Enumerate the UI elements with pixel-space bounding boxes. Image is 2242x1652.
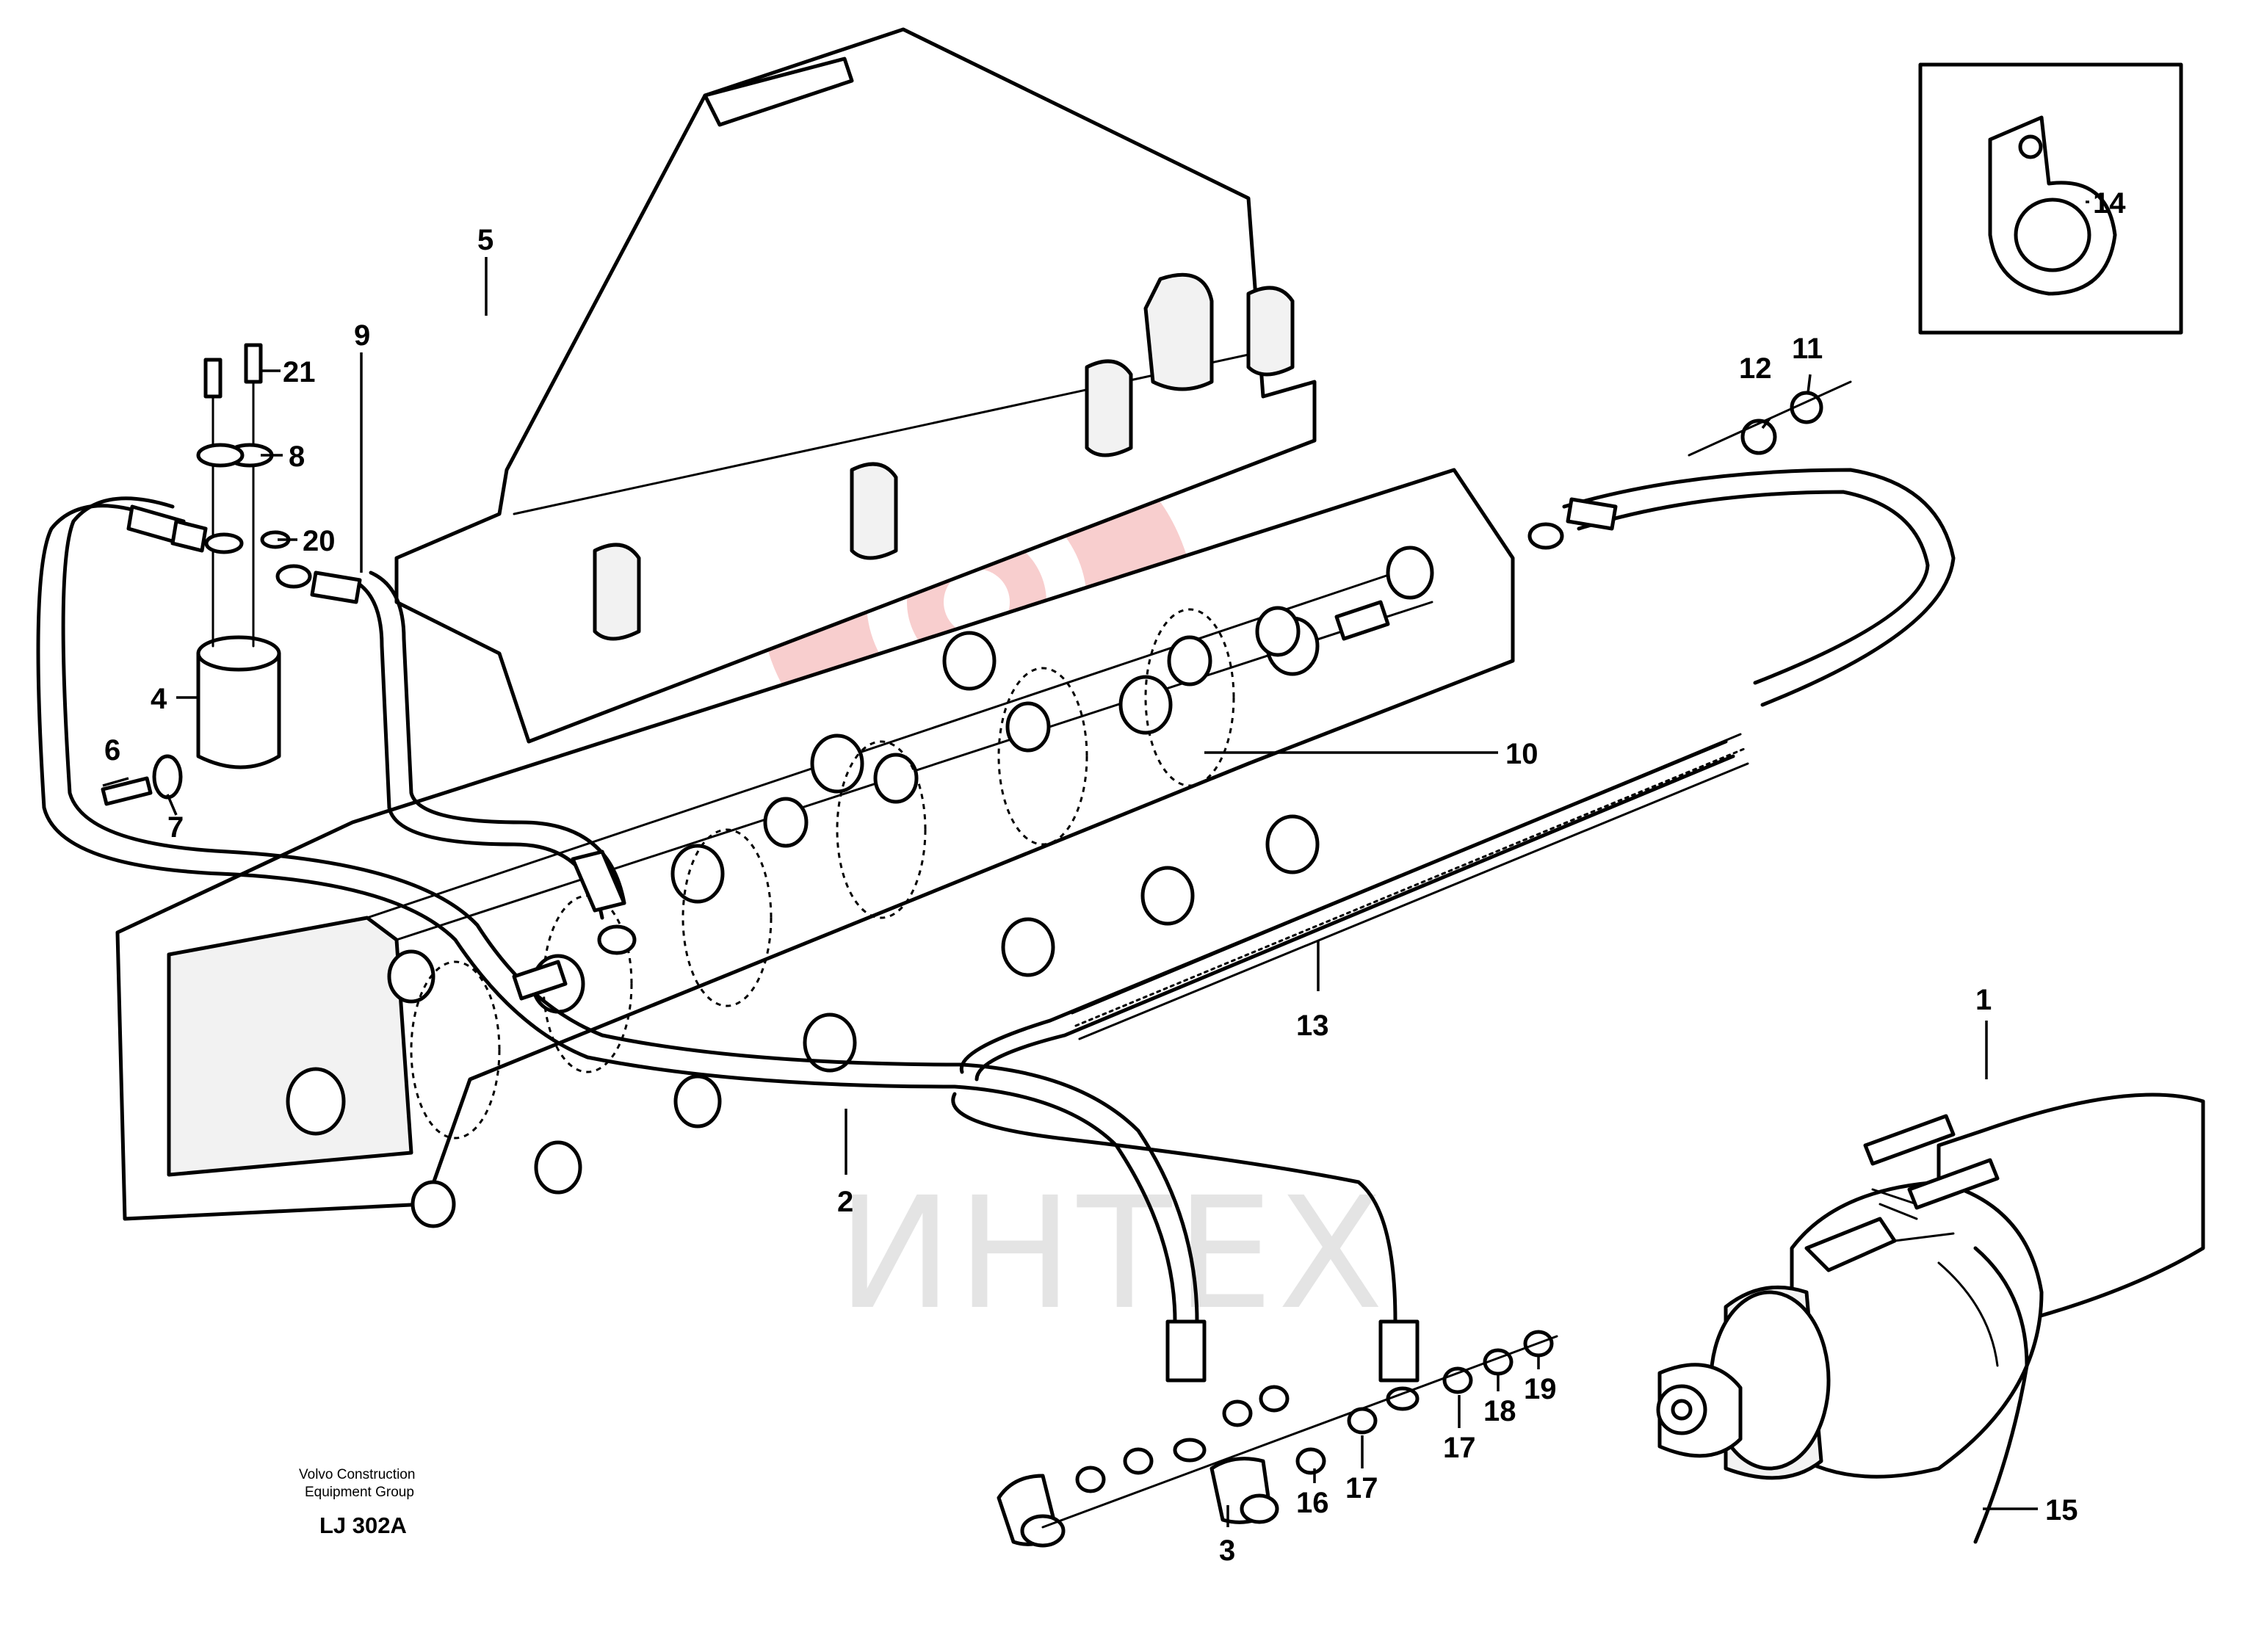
- clamp-inset: [1918, 62, 2183, 335]
- callout-6: 6: [104, 734, 120, 767]
- drawing-credit: Volvo Construction Equipment Group LJ 30…: [299, 1467, 415, 1538]
- callout-8: 8: [289, 441, 305, 473]
- callout-labels: 1 2 3 4 5 6 7 8 9 10 11 12 13 14 15 16 1…: [104, 187, 2126, 1567]
- watermark-text: ИНТЕХ: [837, 1164, 1388, 1344]
- credit-line-1: Volvo Construction: [299, 1467, 415, 1482]
- callout-1: 1: [1975, 984, 1992, 1016]
- terminals: [126, 497, 1618, 1463]
- glow-relay: [101, 343, 291, 806]
- callout-13: 13: [1296, 1010, 1329, 1042]
- callout-4: 4: [151, 683, 167, 715]
- callout-7: 7: [167, 811, 184, 844]
- callout-9: 9: [354, 319, 370, 352]
- callout-16: 16: [1296, 1487, 1329, 1519]
- callout-3: 3: [1219, 1535, 1235, 1567]
- callout-12: 12: [1739, 352, 1772, 385]
- callout-17-left: 17: [1345, 1472, 1378, 1504]
- credit-line-2: Equipment Group: [305, 1485, 414, 1500]
- callout-14: 14: [2093, 187, 2126, 220]
- callout-17-right: 17: [1443, 1432, 1476, 1464]
- hardware-set: [997, 1330, 1558, 1548]
- callout-19: 19: [1524, 1373, 1557, 1405]
- valve-cover: [394, 27, 1317, 744]
- drawing-code: LJ 302A: [319, 1512, 407, 1538]
- starter-motor: [1656, 1093, 2205, 1544]
- callout-10: 10: [1505, 738, 1538, 770]
- callout-15: 15: [2045, 1494, 2078, 1526]
- callout-20: 20: [303, 525, 336, 557]
- engine-block: [115, 468, 1515, 1228]
- callout-5: 5: [477, 224, 493, 256]
- callout-21: 21: [283, 356, 316, 388]
- leader-lines: [102, 200, 2089, 1527]
- callout-2: 2: [837, 1186, 853, 1218]
- callout-11: 11: [1792, 333, 1823, 365]
- callout-18: 18: [1483, 1395, 1516, 1427]
